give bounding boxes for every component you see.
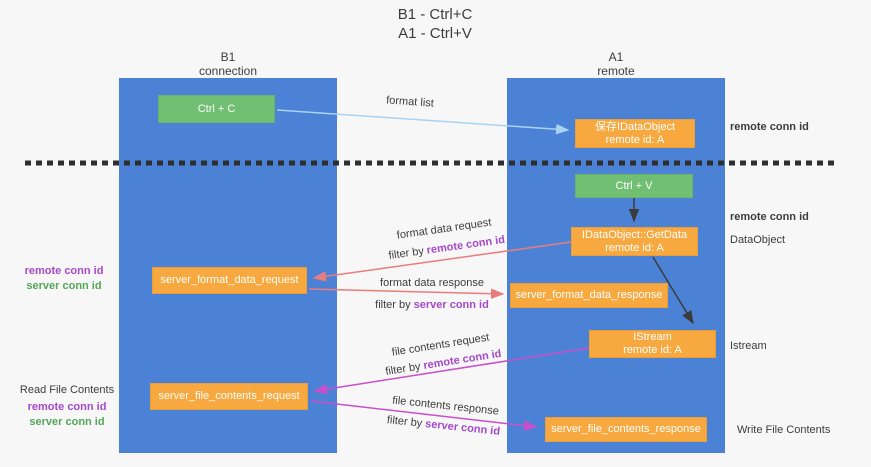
annotation-remote-conn-id-top: remote conn id xyxy=(730,121,809,133)
node-server-file-contents-response: server_file_contents_response xyxy=(545,417,707,442)
node-idataobject-getdata: IDataObject::GetData remote id: A xyxy=(571,227,698,256)
title-line-2: A1 - Ctrl+V xyxy=(398,25,472,42)
filter-by-text: filter by xyxy=(386,414,423,430)
lane-b1-subtitle: connection xyxy=(198,64,258,78)
annotation-remote-conn-id-mid: remote conn id xyxy=(730,211,809,223)
edge-label-file-contents-request: file contents request filter byremote co… xyxy=(384,331,503,378)
save-idataobject-line1: 保存IDataObject xyxy=(594,120,676,133)
edge-label-format-data-request: format data request filter byremote conn… xyxy=(387,216,506,263)
annotation-istream: Istream xyxy=(730,340,767,352)
filter-by-text: filter by xyxy=(375,299,411,311)
lane-a1-subtitle: remote xyxy=(597,64,635,78)
node-save-idataobject: 保存IDataObject remote id: A xyxy=(575,119,695,148)
read-file-contents-label: Read File Contents xyxy=(19,384,115,396)
server-file-contents-response-label: server_file_contents_response xyxy=(551,423,701,435)
edge-label-format-list: format list xyxy=(385,94,435,110)
ctrl-c-label: Ctrl + C xyxy=(197,102,236,115)
getdata-line2: remote id: A xyxy=(605,241,664,254)
lane-header-b1: B1 connection xyxy=(119,50,337,78)
save-idataobject-line2: remote id: A xyxy=(605,133,665,146)
filter-by-text: filter by xyxy=(384,360,422,378)
lane-b1-title: B1 xyxy=(220,50,236,64)
read-server-conn-id: server conn id xyxy=(29,416,105,428)
server-format-data-request-label: server_format_data_request xyxy=(160,274,299,286)
annotation-left-conn-ids: remote conn id server conn id xyxy=(8,264,120,294)
server-file-contents-request-label: server_file_contents_request xyxy=(158,390,300,402)
node-ctrl-c: Ctrl + C xyxy=(158,95,275,123)
filter-by-text: filter by xyxy=(387,245,425,263)
getdata-line1: IDataObject::GetData xyxy=(581,228,688,241)
left-server-conn-id: server conn id xyxy=(26,280,102,292)
annotation-read-file-contents-block: Read File Contents remote conn id server… xyxy=(8,383,126,430)
node-server-file-contents-request: server_file_contents_request xyxy=(150,383,308,410)
istream-line2: remote id: A xyxy=(623,344,682,356)
istream-line1: IStream xyxy=(633,331,672,343)
lane-header-a1: A1 remote xyxy=(507,50,725,78)
annotation-dataobject: DataObject xyxy=(730,234,786,246)
annotation-write-file-contents: Write File Contents xyxy=(737,424,831,436)
node-istream: IStream remote id: A xyxy=(589,330,716,358)
server-conn-id-highlight: server conn id xyxy=(413,299,489,311)
server-conn-id-highlight: server conn id xyxy=(424,418,501,438)
node-server-format-data-request: server_format_data_request xyxy=(152,267,307,294)
title-line-1: B1 - Ctrl+C xyxy=(397,6,473,23)
node-ctrl-v: Ctrl + V xyxy=(575,174,693,198)
server-format-data-response-label: server_format_data_response xyxy=(515,289,663,301)
diagram-title: B1 - Ctrl+C A1 - Ctrl+V xyxy=(335,5,535,43)
node-server-format-data-response: server_format_data_response xyxy=(510,283,668,308)
read-remote-conn-id: remote conn id xyxy=(27,401,107,413)
ctrl-v-label: Ctrl + V xyxy=(615,179,653,192)
left-remote-conn-id: remote conn id xyxy=(24,265,104,277)
lane-a1-title: A1 xyxy=(608,50,624,64)
